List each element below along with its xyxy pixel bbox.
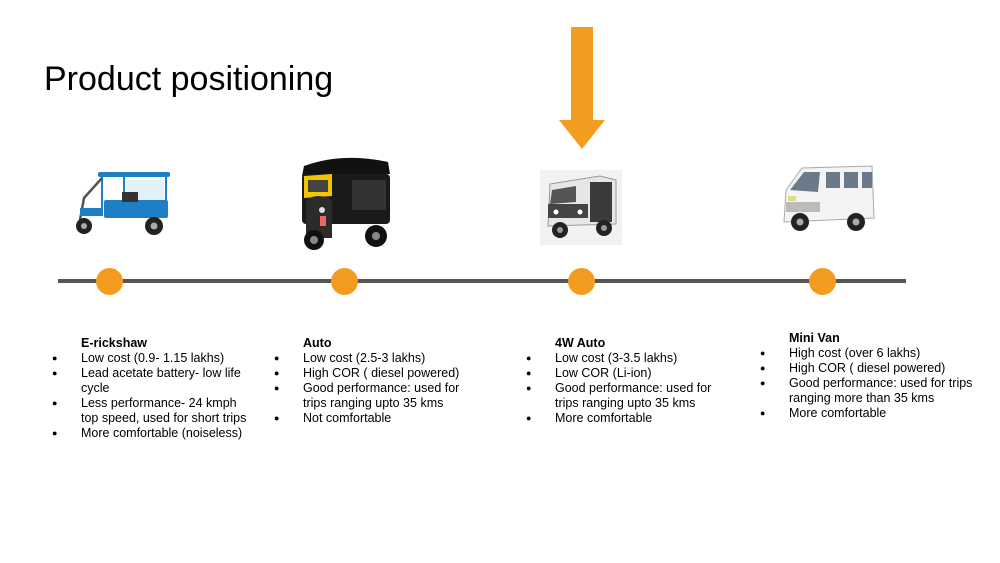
product-name: Auto xyxy=(303,336,332,350)
product-column-auto: Auto Low cost (2.5-3 lakhs) High COR ( d… xyxy=(272,336,472,426)
list-item: Low cost (2.5-3 lakhs) xyxy=(272,351,472,366)
list-item: High COR ( diesel powered) xyxy=(758,361,973,376)
product-bullets: Low cost (2.5-3 lakhs) High COR ( diesel… xyxy=(272,351,472,426)
product-name: E-rickshaw xyxy=(81,336,148,350)
list-item: Low COR (Li-ion) xyxy=(524,366,724,381)
product-bullets: High cost (over 6 lakhs) High COR ( dies… xyxy=(758,346,973,421)
list-item: Good performance: used for trips ranging… xyxy=(272,381,472,411)
timeline-line xyxy=(58,279,906,283)
list-item: Less performance- 24 kmph top speed, use… xyxy=(50,396,250,426)
list-item: High COR ( diesel powered) xyxy=(272,366,472,381)
list-item: Good performance: used for trips ranging… xyxy=(524,381,724,411)
down-arrow-icon xyxy=(559,27,605,149)
list-item: High cost (over 6 lakhs) xyxy=(758,346,973,361)
product-bullets: Low cost (0.9- 1.15 lakhs) Lead acetate … xyxy=(50,351,250,441)
list-item: More comfortable xyxy=(758,406,973,421)
list-item: Not comfortable xyxy=(272,411,472,426)
list-item: Low cost (0.9- 1.15 lakhs) xyxy=(50,351,250,366)
timeline-marker-4w-auto xyxy=(568,268,595,295)
list-item: More comfortable (noiseless) xyxy=(50,426,250,441)
list-item: More comfortable xyxy=(524,411,724,426)
product-column-mini-van: Mini Van High cost (over 6 lakhs) High C… xyxy=(758,331,973,421)
timeline-marker-auto xyxy=(331,268,358,295)
mini-van-icon xyxy=(783,165,875,231)
list-item: Low cost (3-3.5 lakhs) xyxy=(524,351,724,366)
four-wheel-auto-icon xyxy=(540,170,622,245)
list-item: Lead acetate battery- low life cycle xyxy=(50,366,250,396)
list-item: Good performance: used for trips ranging… xyxy=(758,376,973,406)
product-name: 4W Auto xyxy=(555,336,606,350)
product-bullets: Low cost (3-3.5 lakhs) Low COR (Li-ion) … xyxy=(524,351,724,426)
auto-rickshaw-icon xyxy=(302,157,390,250)
page-title: Product positioning xyxy=(44,60,334,98)
timeline-marker-mini-van xyxy=(809,268,836,295)
e-rickshaw-icon xyxy=(76,172,170,235)
product-column-e-rickshaw: E-rickshaw Low cost (0.9- 1.15 lakhs) Le… xyxy=(50,336,250,441)
timeline-marker-e-rickshaw xyxy=(96,268,123,295)
product-name: Mini Van xyxy=(789,331,840,345)
product-column-4w-auto: 4W Auto Low cost (3-3.5 lakhs) Low COR (… xyxy=(524,336,724,426)
